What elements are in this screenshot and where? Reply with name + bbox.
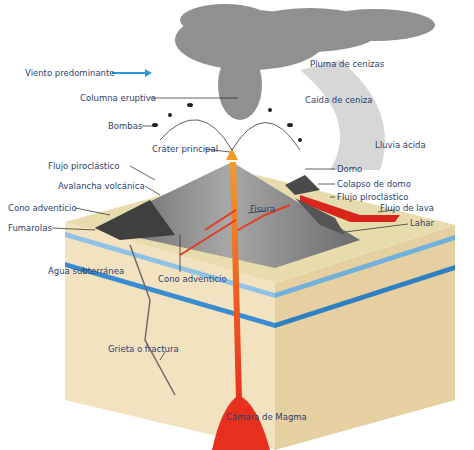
part-label: Cono adventicio bbox=[158, 274, 227, 284]
part-label: Cráter principal bbox=[152, 144, 218, 154]
bombs bbox=[152, 103, 302, 142]
conduit bbox=[230, 162, 242, 400]
part-label: Fisura bbox=[250, 204, 275, 214]
part-label: Bombas bbox=[108, 121, 142, 131]
part-label: Pluma de cenizas bbox=[310, 59, 384, 69]
leader-lines bbox=[52, 98, 408, 360]
part-label: Caída de ceniza bbox=[305, 95, 372, 105]
wind-arrow bbox=[112, 72, 145, 74]
part-label: Flujo piroclástico bbox=[337, 192, 408, 202]
wind-arrow-head bbox=[145, 69, 152, 77]
part-label: Flujo piroclástico bbox=[48, 161, 119, 171]
pyroclastic-flow bbox=[295, 198, 345, 235]
ash-plume bbox=[175, 4, 435, 120]
part-label: Lluvia ácida bbox=[375, 140, 426, 150]
magma-chamber bbox=[212, 395, 270, 450]
part-label: Cámara de Magma bbox=[226, 412, 307, 422]
part-label: Viento predominante bbox=[25, 68, 115, 78]
part-label: Fumarolas bbox=[8, 223, 52, 233]
crack bbox=[130, 245, 175, 395]
part-label: Grieta o fractura bbox=[108, 344, 179, 354]
part-label: Domo bbox=[337, 164, 362, 174]
part-label: Lahar bbox=[410, 218, 434, 228]
volcano-cone bbox=[95, 162, 360, 268]
part-label: Flujo de lava bbox=[380, 203, 434, 213]
part-label: Colapso de domo bbox=[337, 179, 411, 189]
part-label: Cono adventicio bbox=[8, 203, 77, 213]
part-label: Avalancha volcánica bbox=[58, 181, 145, 191]
ash-fall bbox=[300, 60, 385, 170]
fissures bbox=[180, 205, 290, 255]
dome bbox=[285, 175, 320, 195]
adventive-cone bbox=[95, 200, 175, 240]
water-band bbox=[275, 265, 455, 328]
part-label: Agua subterránea bbox=[48, 266, 124, 276]
part-label: Columna eruptiva bbox=[80, 93, 156, 103]
